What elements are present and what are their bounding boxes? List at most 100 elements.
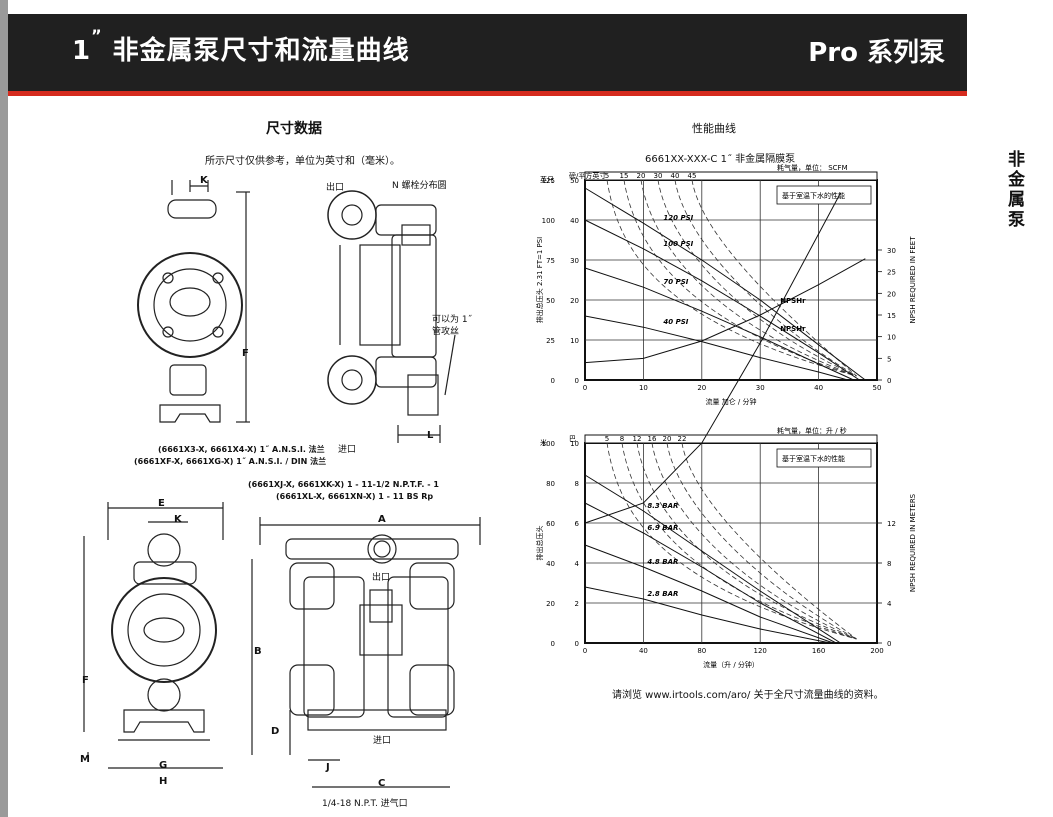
y2-axis-title: NPSH REQUIRED IN FEET — [909, 236, 917, 324]
pressure-curve — [584, 267, 854, 381]
series-label: 100 PSI — [663, 240, 693, 248]
pressure-curve — [584, 315, 848, 381]
air-tick-label: 30 — [654, 172, 663, 180]
pressure-tick-label: 50 — [570, 177, 579, 185]
pressure-unit-label: 巴 — [569, 435, 576, 443]
air-consumption-curve — [674, 179, 857, 377]
pump-front-view-bottom — [83, 502, 224, 769]
y-axis-title: 排出总压头 2.31 FT=1 PSI — [535, 237, 544, 324]
y-unit-label: 米 — [540, 438, 547, 447]
x-tick-label: 10 — [639, 384, 648, 392]
air-tick-label: 8 — [620, 435, 624, 443]
header-accent-line — [8, 91, 967, 96]
outlet-label-bottom: 出口 — [372, 573, 391, 583]
plot-frame — [584, 442, 878, 644]
air-tick-label: 20 — [637, 172, 646, 180]
x-tick-label: 200 — [870, 647, 883, 655]
y-tick-label: 100 — [542, 440, 555, 448]
pressure-tick-label: 10 — [570, 440, 579, 448]
x-tick-label: 80 — [697, 647, 706, 655]
pressure-curve — [584, 219, 860, 381]
side-tab-label: 非金属泵 — [1008, 150, 1025, 230]
air-tick-label: 5 — [605, 435, 609, 443]
pipe-note-line-2: 管攻丝 — [432, 327, 460, 337]
npsh-curve — [584, 258, 866, 364]
performance-title: 性能曲线 — [692, 122, 736, 135]
npsh-curve — [584, 192, 841, 524]
series-label: 8.3 BAR — [647, 502, 678, 510]
pressure-tick-label: 40 — [570, 217, 579, 225]
air-tick-label: 45 — [688, 172, 697, 180]
dim-e: E — [158, 498, 165, 509]
x-tick-label: 0 — [583, 384, 587, 392]
series-label: 4.8 BAR — [647, 558, 678, 566]
dim-h: H — [159, 776, 168, 787]
dim-b: B — [254, 646, 262, 657]
caption-npt: (6661XJ-X, 6661XK-X) 1 - 11-1/2 N.P.T.F.… — [248, 480, 439, 489]
page-header: 1” 非金属泵尺寸和流量曲线 Pro 系列泵 — [8, 14, 967, 91]
dim-m: M — [80, 754, 90, 765]
dim-f-bottom: F — [82, 675, 89, 686]
air-tick-label: 12 — [633, 435, 642, 443]
air-consumption-curve — [681, 442, 857, 640]
series-label: 40 PSI — [663, 318, 688, 326]
pressure-tick-label: 30 — [570, 257, 579, 265]
legend-box-text: 基于室温下水的性能 — [782, 454, 845, 463]
npsh-tick-label: 4 — [887, 600, 892, 608]
pressure-tick-label: 2 — [575, 600, 579, 608]
dim-l: L — [427, 430, 434, 441]
pressure-tick-label: 6 — [575, 520, 580, 528]
x-tick-label: 50 — [873, 384, 882, 392]
y-tick-label: 40 — [546, 560, 555, 568]
y-tick-label: 60 — [546, 520, 555, 528]
x-tick-label: 40 — [639, 647, 648, 655]
pump-side-view-bottom — [251, 517, 481, 788]
air-consumption-curve — [666, 442, 857, 640]
pressure-tick-label: 20 — [570, 297, 579, 305]
air-consumption-curve — [623, 179, 857, 377]
y-tick-label: 100 — [542, 217, 555, 225]
npsh-tick-label: 10 — [887, 334, 896, 342]
air-tick-label: 22 — [678, 435, 687, 443]
npsh-tick-label: 5 — [887, 355, 891, 363]
caption-din-flange: (6661XF-X, 6661XG-X) 1˝ A.N.S.I. / DIN 法… — [134, 457, 327, 466]
air-consumption-curve — [621, 442, 857, 640]
air-consumption-strip — [584, 434, 878, 444]
air-inlet-label: 1/4-18 N.P.T. 进气口 — [322, 799, 408, 809]
npsh-tick-label: 20 — [887, 290, 896, 298]
pressure-curve — [584, 544, 834, 644]
air-tick-label: 16 — [648, 435, 657, 443]
air-consumption-curve — [657, 179, 857, 377]
npsh-tick-label: 0 — [887, 377, 891, 385]
pressure-tick-label: 0 — [575, 377, 579, 385]
dim-j: J — [326, 762, 330, 773]
air-tick-label: 40 — [671, 172, 680, 180]
x-tick-label: 40 — [814, 384, 823, 392]
dim-k-top: K — [200, 175, 208, 186]
series-label: 120 PSI — [663, 214, 693, 222]
dim-g: G — [159, 760, 168, 771]
series-label: 70 PSI — [663, 278, 688, 286]
performance-footer: 请浏览 www.irtools.com/aro/ 关于全尺寸流量曲线的资料。 — [612, 690, 884, 701]
series-label: 2.8 BAR — [647, 590, 678, 598]
performance-model: 6661XX-XXX-C 1˝ 非金属隔膜泵 — [645, 154, 796, 165]
npsh-tick-label: 8 — [887, 560, 891, 568]
air-tick-label: 5 — [605, 172, 609, 180]
x-tick-label: 0 — [583, 647, 587, 655]
y-axis-title: 排出总压头 — [535, 526, 544, 561]
pressure-curve — [584, 502, 837, 644]
air-label: 耗气量，单位：升 / 秒 — [777, 426, 847, 435]
pump-side-view-top — [327, 190, 456, 443]
air-label: 耗气量，单位： SCFM — [777, 163, 848, 172]
dim-a: A — [378, 514, 386, 525]
outlet-label-top: 出口 — [326, 183, 345, 193]
y-tick-label: 25 — [546, 337, 555, 345]
air-consumption-curve — [606, 442, 857, 640]
x-tick-label: 120 — [754, 647, 767, 655]
pressure-tick-label: 8 — [575, 480, 579, 488]
dim-f-top: F — [242, 348, 249, 359]
dim-k-bottom: K — [174, 514, 182, 525]
legend-box — [776, 185, 872, 205]
air-consumption-curve — [651, 442, 857, 640]
